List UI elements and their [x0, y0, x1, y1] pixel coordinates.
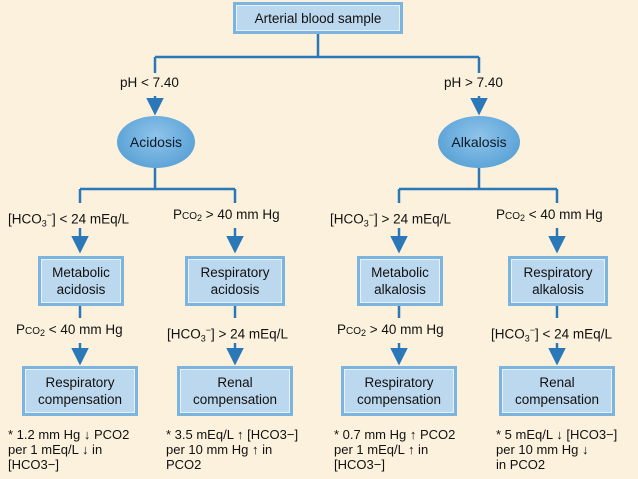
metabolic-acidosis-box: Metabolic acidosis: [38, 256, 124, 306]
note-line: [HCO3−]: [8, 457, 59, 472]
renal-compensation-box-1: Renal compensation: [177, 366, 293, 416]
disorder-line2: alkalosis: [374, 282, 426, 297]
note-1: * 1.2 mm Hg ↓ PCO2 per 1 mEq/L ↓ in [HCO…: [8, 427, 129, 472]
acidosis-ellipse: Acidosis: [117, 116, 195, 168]
condition-hco3-low: [HCO3−] < 24 mEq/L: [8, 210, 129, 229]
comp-line2: compensation: [356, 392, 442, 407]
comp-line2: compensation: [192, 392, 278, 407]
note-line: * 5 mEq/L ↓ [HCO3−]: [496, 427, 618, 442]
condition-hco3-high: [HCO3−] > 24 mEq/L: [330, 210, 451, 229]
note-line: * 1.2 mm Hg ↓ PCO2: [8, 427, 130, 442]
comp-line2: compensation: [514, 392, 600, 407]
respiratory-acidosis-box: Respiratory acidosis: [185, 256, 285, 306]
alkalosis-label: Alkalosis: [451, 134, 507, 150]
disorder-line1: Metabolic: [371, 265, 429, 280]
metabolic-alkalosis-box: Metabolic alkalosis: [357, 256, 443, 306]
disorder-line1: Respiratory: [200, 265, 270, 280]
note-line: per 10 mm Hg ↓: [496, 442, 589, 457]
note-line: [HCO3−]: [334, 457, 385, 472]
note-line: per 10 mm Hg ↑ in: [166, 442, 273, 457]
respiratory-compensation-box-2: Respiratory compensation: [341, 366, 457, 416]
respiratory-compensation-box-1: Respiratory compensation: [22, 366, 138, 416]
note-3: * 0.7 mm Hg ↑ PCO2 per 1 mEq/L ↑ in [HCO…: [334, 427, 455, 472]
disorder-line2: acidosis: [56, 282, 106, 297]
renal-compensation-box-2: Renal compensation: [499, 366, 615, 416]
condition-pco2-low: PCO2 < 40 mm Hg: [496, 207, 603, 223]
ph-high-condition: pH > 7.40: [444, 75, 503, 90]
comp-line1: Respiratory: [364, 375, 434, 390]
note-line: * 3.5 mEq/L ↑ [HCO3−]: [166, 427, 299, 442]
note-line: * 0.7 mm Hg ↑ PCO2: [334, 427, 456, 442]
note-line: per 1 mEq/L ↑ in: [334, 442, 429, 457]
comp-condition-2: [HCO3−] > 24 mEq/L: [167, 325, 288, 344]
comp-line2: compensation: [37, 392, 123, 407]
comp-condition-3: PCO2 > 40 mm Hg: [337, 322, 444, 338]
note-2: * 3.5 mEq/L ↑ [HCO3−] per 10 mm Hg ↑ in …: [166, 427, 298, 472]
note-line: PCO2: [166, 457, 202, 472]
note-line: per 1 mEq/L ↓ in: [8, 442, 103, 457]
note-4: * 5 mEq/L ↓ [HCO3−] per 10 mm Hg ↓ in PC…: [496, 427, 617, 472]
disorder-line2: acidosis: [210, 282, 260, 297]
note-line: in PCO2: [496, 457, 546, 472]
comp-condition-4: [HCO3−] < 24 mEq/L: [491, 325, 612, 344]
alkalosis-ellipse: Alkalosis: [438, 116, 520, 168]
disorder-line1: Metabolic: [52, 265, 110, 280]
disorder-line2: alkalosis: [532, 282, 584, 297]
comp-line1: Respiratory: [45, 375, 115, 390]
acidosis-label: Acidosis: [129, 134, 183, 150]
condition-pco2-high: PCO2 > 40 mm Hg: [173, 207, 280, 223]
comp-line1: Renal: [539, 375, 575, 390]
root-label: Arterial blood sample: [254, 10, 382, 26]
respiratory-alkalosis-box: Respiratory alkalosis: [508, 256, 608, 306]
disorder-line1: Respiratory: [523, 265, 593, 280]
comp-condition-1: PCO2 < 40 mm Hg: [16, 322, 123, 338]
root-box: Arterial blood sample: [233, 2, 403, 34]
comp-line1: Renal: [217, 375, 253, 390]
ph-low-condition: pH < 7.40: [120, 75, 179, 90]
